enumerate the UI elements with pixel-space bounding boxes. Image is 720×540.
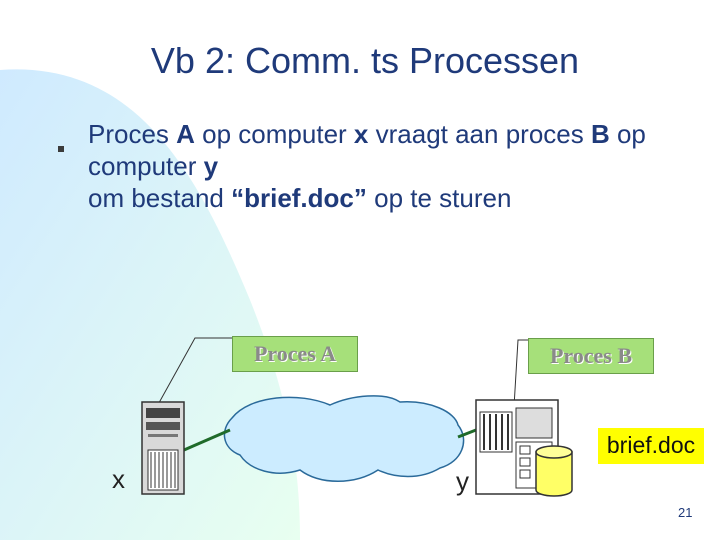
bold-filename: “brief.doc” [231,183,367,213]
text-fragment: computer [88,151,204,181]
slide-title: Vb 2: Comm. ts Processen [150,40,580,81]
text-fragment: op te sturen [366,183,512,213]
link-network-y [457,428,477,439]
bold-process-b: B [590,119,610,149]
bullet-text: Proces A op computer x vraagt aan proces… [88,118,708,214]
text-fragment: vraagt aan proces [368,119,591,149]
text-fragment: op [609,119,646,149]
computer-y-label: y [456,466,469,496]
process-a-box: Proces A [232,336,358,372]
page-number: 21 [678,505,693,520]
bold-computer-x: x [353,119,369,149]
process-b-box: Proces B [528,338,654,374]
computer-x-icon [141,401,185,495]
text-fragment: Proces [88,119,177,149]
link-x-network [183,428,231,452]
network-cloud [223,395,465,482]
bold-process-a: A [176,119,195,149]
file-label: brief.doc [598,428,704,464]
text-fragment: om bestand [88,183,232,213]
bold-computer-y: y [203,151,219,181]
bullet-marker [58,146,64,152]
callout-process-a [154,337,240,411]
computer-x-label: x [112,464,125,494]
text-fragment: op computer [194,119,354,149]
disk-icon [535,445,573,497]
